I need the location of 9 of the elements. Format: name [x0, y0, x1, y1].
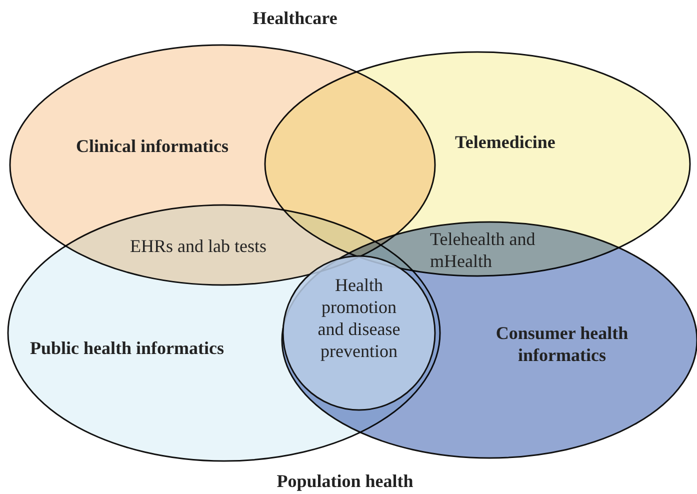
axis-heading: Healthcare — [252, 7, 338, 29]
region-label: Health promotion and disease prevention — [316, 274, 402, 362]
overlap-label: EHRs and lab tests — [130, 235, 268, 257]
region-label: Telemedicine — [455, 131, 556, 153]
region-label: Public health informatics — [30, 337, 225, 359]
overlap-label: Telehealth and mHealth — [430, 228, 536, 272]
axis-heading: Population health — [276, 470, 414, 492]
region-label: Clinical informatics — [76, 135, 230, 157]
region-label: Consumer health informatics — [494, 322, 630, 366]
